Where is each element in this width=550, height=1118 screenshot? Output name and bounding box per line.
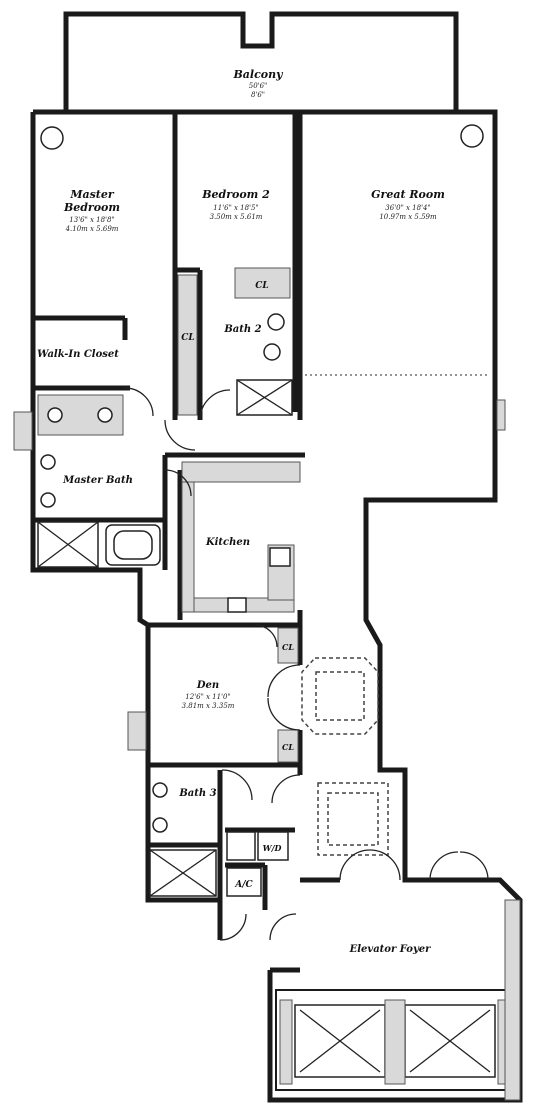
den-dim1: 12'6" x 11'0" bbox=[185, 693, 230, 701]
bedroom2-label: Bedroom 2 bbox=[201, 188, 270, 201]
shaft bbox=[504, 899, 521, 1101]
column bbox=[40, 126, 64, 150]
refrigerator-icon bbox=[269, 547, 291, 567]
wall-bump bbox=[127, 711, 147, 751]
wall-bump bbox=[496, 399, 506, 431]
kitchen-counters bbox=[181, 461, 301, 613]
master-bath bbox=[37, 394, 161, 568]
den-label: Den bbox=[196, 680, 219, 691]
bath-2: CL bbox=[234, 267, 293, 416]
den-dim2: 3.81m x 3.35m bbox=[182, 702, 235, 710]
elevator-foyer-label: Elevator Foyer bbox=[349, 944, 432, 955]
den-closet-label: CL bbox=[282, 642, 294, 652]
great-room-dim2: 10.97m x 5.59m bbox=[379, 213, 437, 221]
bedroom2-dim2: 3.50m x 5.61m bbox=[210, 213, 263, 221]
master-bedroom-label-2: Bedroom bbox=[63, 201, 120, 214]
utility-area: W/D A/C bbox=[226, 831, 289, 897]
sink-icon bbox=[97, 407, 113, 423]
toilet-icon bbox=[267, 313, 285, 331]
great-room-label: Great Room bbox=[371, 188, 445, 201]
washer-dryer-label: W/D bbox=[263, 843, 282, 853]
sink-icon bbox=[152, 817, 168, 833]
sink-icon bbox=[47, 407, 63, 423]
balcony-dim2: 8'6" bbox=[251, 91, 265, 99]
sink-icon bbox=[263, 343, 281, 361]
master-bedroom-dim2: 4.10m x 5.69m bbox=[65, 225, 119, 233]
master-bath-label: Master Bath bbox=[62, 475, 133, 486]
kitchen-label: Kitchen bbox=[205, 537, 250, 548]
den-closets: CL CL bbox=[277, 627, 299, 763]
toilet-icon bbox=[152, 782, 168, 798]
great-room-dim1: 36'0" x 18'4" bbox=[385, 204, 430, 212]
den-closet2-label: CL bbox=[282, 742, 294, 752]
toilet-icon bbox=[40, 454, 56, 470]
wall-bump bbox=[13, 411, 33, 451]
bath2-label: Bath 2 bbox=[223, 324, 261, 335]
closet-label: CL bbox=[181, 333, 195, 343]
bath3-label: Bath 3 bbox=[178, 788, 216, 799]
bath-3 bbox=[149, 782, 217, 897]
master-bedroom-label: Master bbox=[69, 188, 115, 201]
balcony-label: Balcony bbox=[232, 68, 284, 81]
ceiling-features bbox=[301, 657, 389, 856]
bidet-icon bbox=[40, 492, 56, 508]
ac-label: A/C bbox=[234, 880, 253, 890]
walkin-closet-label: Walk-In Closet bbox=[37, 349, 119, 360]
elevators bbox=[275, 989, 507, 1091]
column bbox=[460, 124, 484, 148]
bath2-closet-label: CL bbox=[255, 281, 269, 291]
bedroom2-dim1: 11'6" x 18'5" bbox=[213, 204, 258, 212]
stove-icon bbox=[227, 597, 247, 613]
door-swings bbox=[124, 387, 489, 941]
master-bedroom-dim1: 13'6" x 18'8" bbox=[69, 216, 114, 224]
closet bbox=[177, 274, 198, 416]
balcony-dim1: 50'6" bbox=[249, 82, 268, 90]
interior-walls bbox=[35, 112, 340, 910]
